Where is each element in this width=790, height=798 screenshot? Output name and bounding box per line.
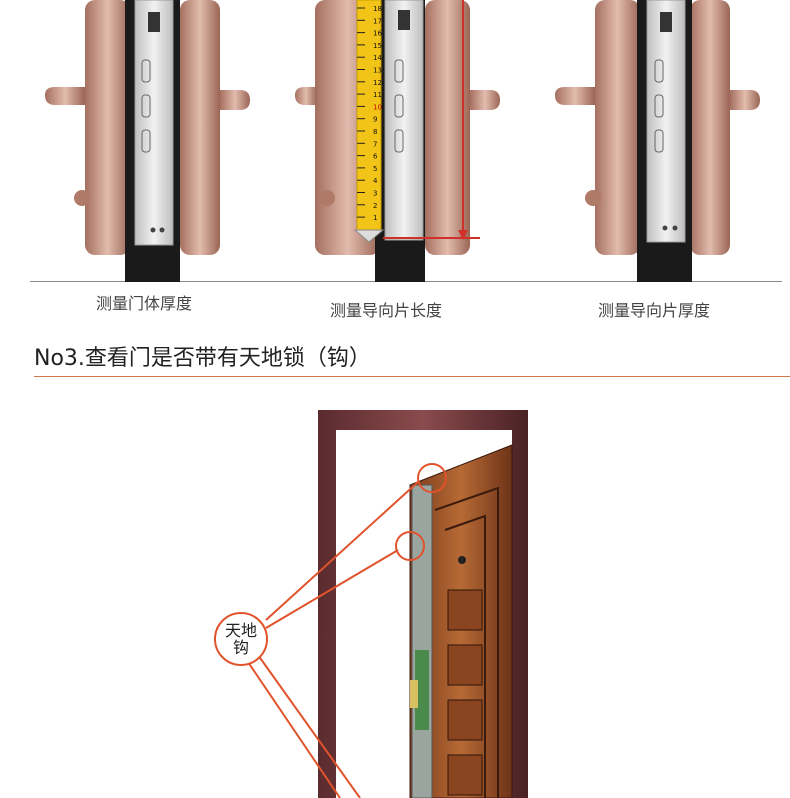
tape-tick-label: 16 <box>373 30 382 38</box>
lock-image-door-thickness <box>45 0 250 282</box>
tape-tick-label: 1 <box>373 214 377 222</box>
tape-tick-label: 18 <box>373 5 382 13</box>
section-divider <box>34 376 790 377</box>
tape-tick-label: 5 <box>373 165 377 173</box>
lock-image-guide-thickness <box>555 0 760 282</box>
tape-tick-label: 17 <box>373 17 382 25</box>
callout-label-line1: 天地 <box>224 621 257 640</box>
section-title: No3.查看门是否带有天地锁（钩） <box>34 346 371 371</box>
tape-tick-label: 12 <box>373 79 382 87</box>
caption-guide-thickness: 测量导向片厚度 <box>598 301 711 320</box>
tape-tick-label: 9 <box>373 116 377 124</box>
tape-tick-label: 2 <box>373 202 377 210</box>
callout-label-line2: 钩 <box>232 638 249 657</box>
tape-tick-label: 14 <box>373 54 382 62</box>
door-illustration <box>247 410 528 798</box>
tape-tick-label: 3 <box>373 190 377 198</box>
tape-tick-label: 10 <box>373 103 382 111</box>
tape-tick-label: 8 <box>373 128 377 136</box>
tape-tick-label: 4 <box>373 177 378 185</box>
tape-tick-label: 7 <box>373 140 377 148</box>
caption-door-thickness: 测量门体厚度 <box>96 294 193 313</box>
tape-tick-label: 15 <box>373 42 382 50</box>
tape-tick-label: 6 <box>373 153 378 161</box>
caption-guide-length: 测量导向片长度 <box>330 301 443 320</box>
tape-tick-label: 13 <box>373 67 382 75</box>
tape-tick-label: 11 <box>373 91 382 99</box>
tiandi-hook-callout: 天地 钩 <box>214 612 268 666</box>
lock-image-guide-length: 18 17 16 15 14 13 12 11 10 9 8 7 6 5 4 3 2 1 <box>295 0 500 282</box>
